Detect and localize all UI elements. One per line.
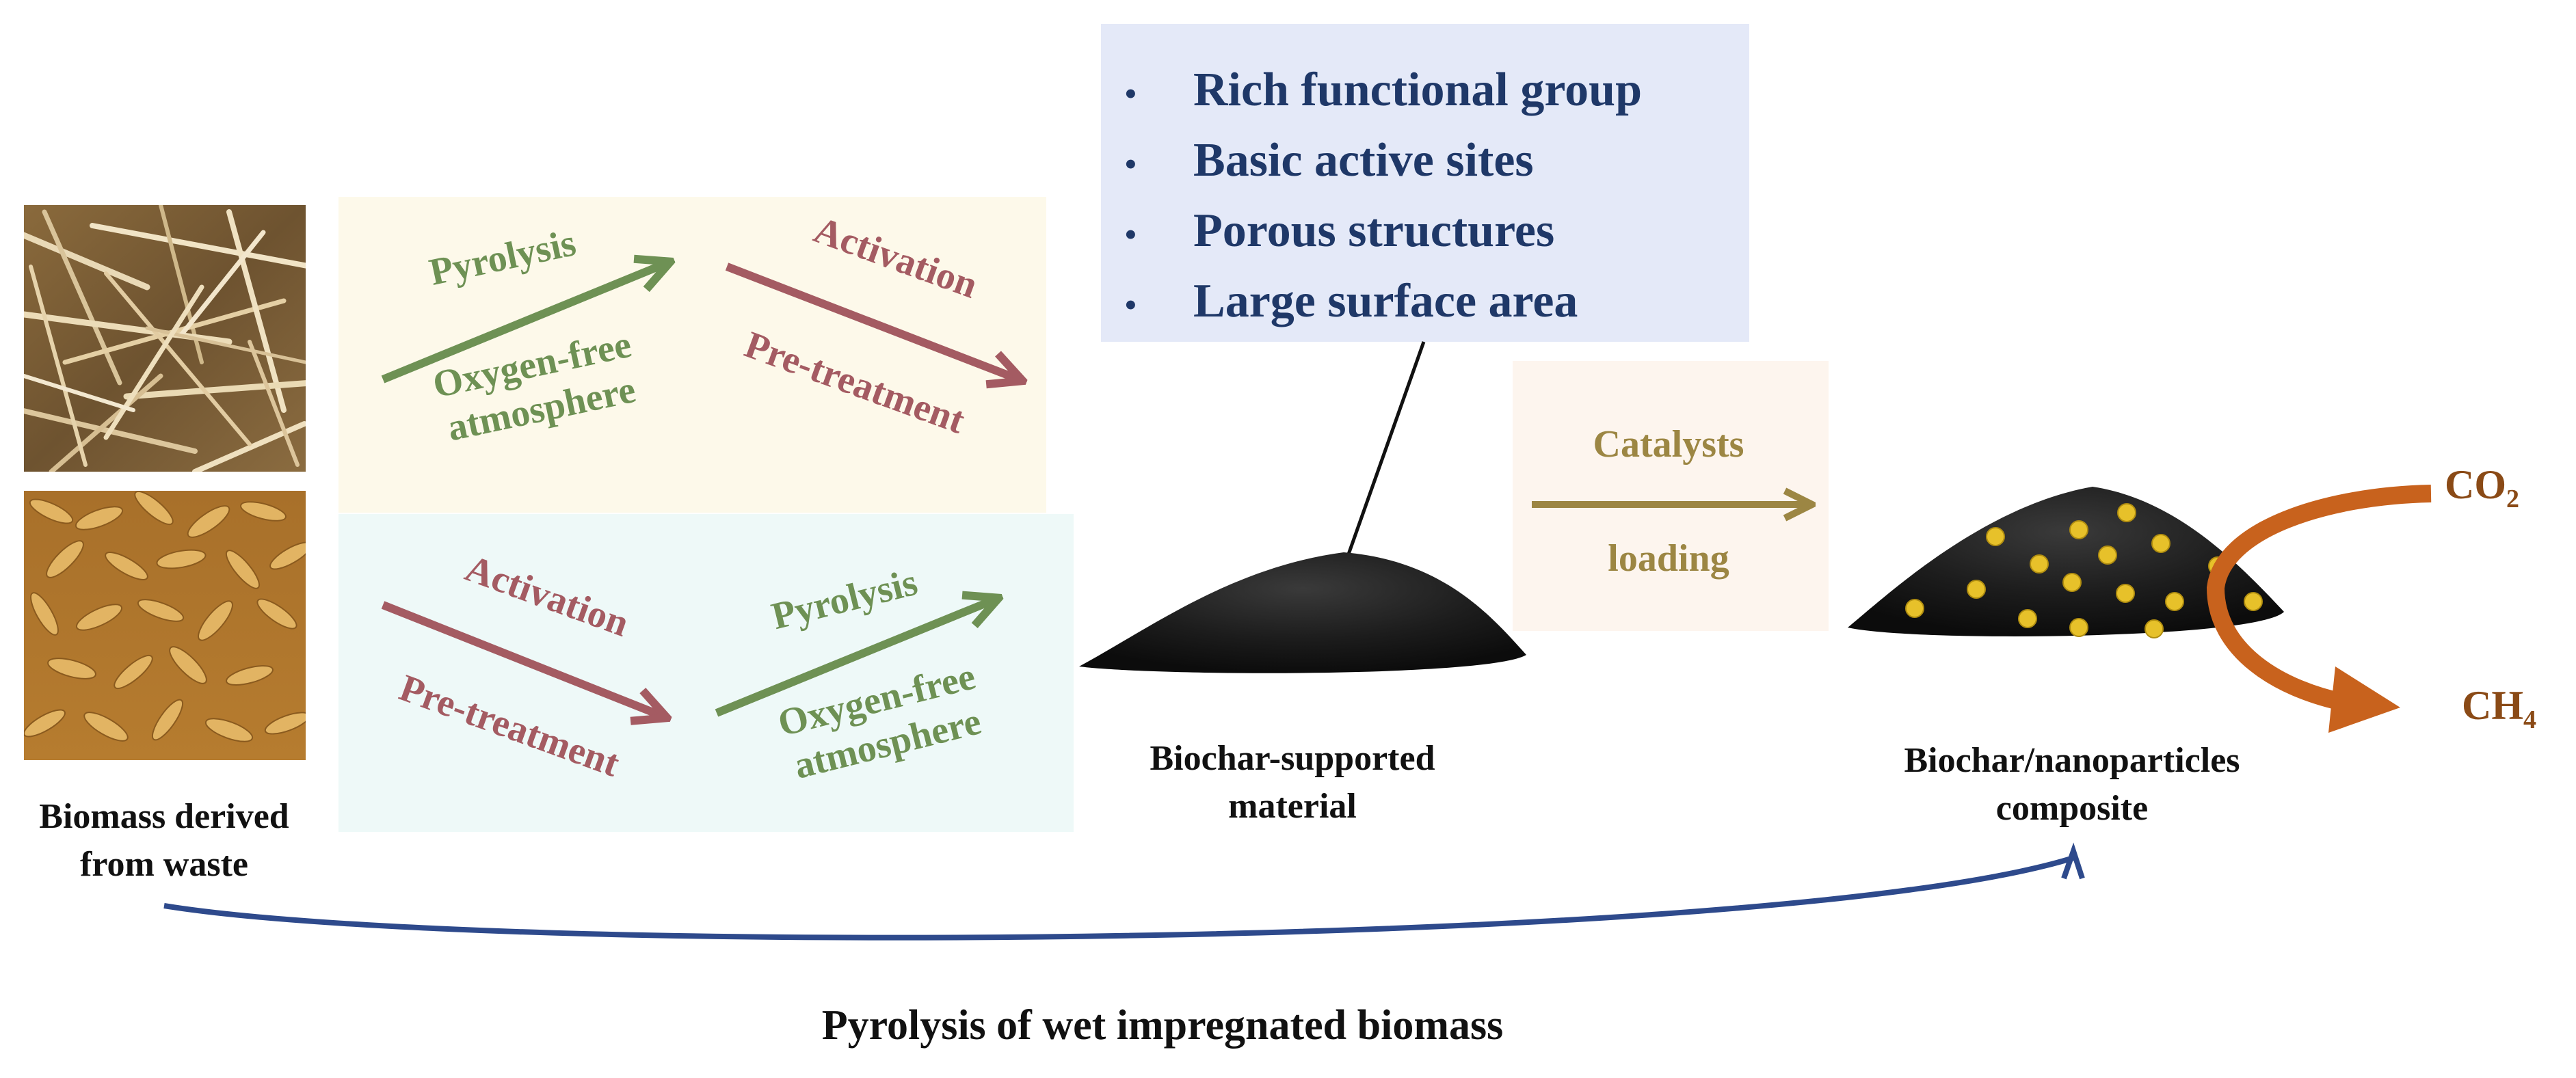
nanoparticle xyxy=(1967,580,1986,599)
composite-caption: Biochar/nanoparticles composite xyxy=(1904,741,2240,828)
property-item: •Basic active sites xyxy=(1125,125,1642,196)
bullet-icon: • xyxy=(1125,146,1137,183)
bottom-route-arrowhead xyxy=(2061,842,2085,880)
straw-photo xyxy=(24,205,306,472)
property-item: •Rich functional group xyxy=(1125,55,1642,125)
properties-connector-line xyxy=(1344,341,1426,563)
biochar-pile xyxy=(1079,552,1526,673)
upper-activation-arrow xyxy=(725,262,1019,379)
properties-box xyxy=(1101,24,1749,342)
nanoparticle xyxy=(2117,503,2136,522)
bullet-icon: • xyxy=(1125,287,1137,324)
nanoparticle xyxy=(2165,592,2184,611)
nanoparticle xyxy=(2030,554,2049,574)
nanoparticle xyxy=(2018,609,2037,628)
loading-panel xyxy=(1513,361,1829,631)
nanoparticle xyxy=(2062,573,2082,592)
property-item: •Large surface area xyxy=(1125,266,1642,336)
nanoparticle xyxy=(2098,545,2117,565)
bullet-icon: • xyxy=(1125,76,1137,113)
property-item: •Porous structures xyxy=(1125,196,1642,266)
ch4-label: CH4 xyxy=(2462,683,2536,734)
bottom-route-label: Pyrolysis of wet impregnated biomass xyxy=(821,1002,1504,1049)
biochar-caption: Biochar-supported material xyxy=(1150,739,1435,826)
upper-pyrolysis-arrow xyxy=(381,263,667,383)
lower-route-panel xyxy=(338,514,1074,832)
nanoparticle xyxy=(1905,599,1924,618)
ch4-arrowhead xyxy=(2328,666,2400,733)
nanoparticle xyxy=(2116,584,2135,603)
co2-label: CO2 xyxy=(2445,462,2519,513)
catalysts-label: Catalysts xyxy=(1593,423,1744,466)
rice-husk-photo xyxy=(24,491,306,760)
nanoparticle xyxy=(2244,592,2263,611)
bullet-icon: • xyxy=(1125,217,1137,254)
nanoparticle xyxy=(2069,618,2088,637)
nanoparticle xyxy=(1986,527,2005,546)
biomass-caption: Biomass derived from waste xyxy=(39,797,289,884)
co2-to-ch4-curve xyxy=(2206,485,2432,713)
lower-activation-arrow xyxy=(381,601,663,716)
lower-pyrolysis-arrow xyxy=(715,599,995,717)
properties-list: •Rich functional group •Basic active sit… xyxy=(1125,55,1642,336)
bottom-route-curve xyxy=(163,855,2075,941)
nanoparticle xyxy=(2069,520,2088,539)
upper-route-panel xyxy=(338,197,1046,513)
nanoparticle xyxy=(2145,619,2164,638)
nanoparticle xyxy=(2151,534,2170,553)
loading-label: loading xyxy=(1608,537,1729,580)
